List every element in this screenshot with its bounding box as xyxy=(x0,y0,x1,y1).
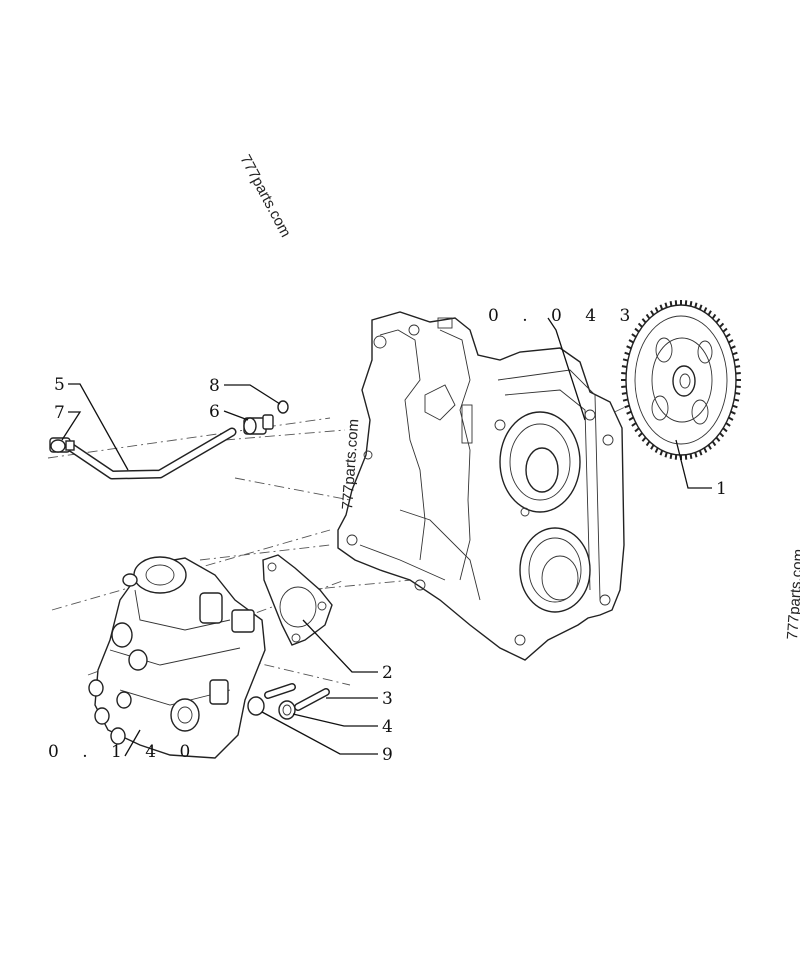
callout-5: 5 xyxy=(54,375,65,395)
callout-labels: 1 2 3 4 5 6 7 8 9 xyxy=(54,375,727,765)
gear-tooth xyxy=(719,432,725,438)
drive-gear xyxy=(621,300,741,460)
sealing-washer xyxy=(277,400,289,414)
gear-tooth xyxy=(621,365,628,368)
gear-tooth xyxy=(669,301,673,307)
callout-1: 1 xyxy=(716,479,727,499)
gear-tooth xyxy=(732,351,738,356)
gear-tooth xyxy=(733,358,740,362)
gear-tooth xyxy=(641,436,647,442)
gear-tooth xyxy=(703,447,708,453)
leader-5 xyxy=(68,383,129,471)
reference-labels: 0 . 0 4 3 0 . 1 4 0 xyxy=(48,306,639,762)
reference-pump: 0 . 1 4 0 xyxy=(48,742,199,762)
gear-tooth xyxy=(707,444,712,450)
leader-lines xyxy=(61,317,712,757)
gear-tooth xyxy=(624,351,630,356)
callout-6: 6 xyxy=(209,402,220,422)
leader-4 xyxy=(292,713,378,727)
gear-tooth xyxy=(626,410,632,415)
gear-tooth xyxy=(621,392,628,395)
gear-tooth xyxy=(734,365,741,368)
banjo-fitting xyxy=(49,437,75,453)
reference-housing: 0 . 0 4 3 xyxy=(488,306,639,326)
gear-tooth xyxy=(664,452,668,458)
gear-tooth xyxy=(698,304,703,310)
gear-tooth xyxy=(659,450,664,456)
fuel-pipe xyxy=(67,427,237,480)
leader-pump-ref xyxy=(124,729,141,757)
gear-tooth xyxy=(711,313,717,320)
callout-7: 7 xyxy=(54,403,65,423)
gear-tooth xyxy=(728,339,734,344)
gear-tooth xyxy=(659,304,664,310)
callout-4: 4 xyxy=(382,717,393,737)
gear-tooth xyxy=(730,345,736,350)
gasket-plate xyxy=(262,554,333,646)
leader-7 xyxy=(61,411,82,441)
gear-tooth xyxy=(711,440,717,447)
leader-8 xyxy=(224,384,281,405)
callout-3: 3 xyxy=(382,689,393,709)
gear-tooth xyxy=(645,440,651,447)
gear-tooth xyxy=(637,432,643,438)
gear-tooth xyxy=(622,398,629,402)
gear-tooth xyxy=(728,416,734,421)
gear-tooth xyxy=(698,450,703,456)
gear-tooth xyxy=(733,398,740,402)
gear-tooth xyxy=(634,427,640,433)
gear-tooth xyxy=(722,427,728,433)
gear-tooth xyxy=(715,318,721,324)
gear-tooth xyxy=(631,333,637,338)
leader-6 xyxy=(223,410,249,421)
gear-tooth xyxy=(650,444,655,450)
watermark-middle: 777parts.com xyxy=(339,418,362,510)
injection-pump xyxy=(88,556,266,759)
gear-tooth xyxy=(722,327,728,333)
gear-tooth xyxy=(624,404,630,409)
gear-tooth xyxy=(626,345,632,350)
gear-tooth xyxy=(654,307,659,313)
gear-tooth xyxy=(634,327,640,333)
gear-tooth xyxy=(628,416,634,421)
leader-9 xyxy=(261,711,378,755)
gear-tooth xyxy=(725,422,731,427)
union-screw xyxy=(243,414,274,435)
gear-tooth xyxy=(703,307,708,313)
gear-housing xyxy=(337,311,625,661)
gear-tooth xyxy=(637,322,643,328)
gear-tooth xyxy=(725,333,731,338)
leader-1 xyxy=(675,439,712,489)
gear-tooth xyxy=(654,447,659,453)
gear-tooth xyxy=(628,339,634,344)
gear-tooth xyxy=(730,410,736,415)
callout-2: 2 xyxy=(382,663,393,683)
gear-tooth xyxy=(645,313,651,320)
watermark-top: 777parts.com xyxy=(236,152,294,240)
gear-tooth xyxy=(650,310,655,316)
nut-and-washer xyxy=(247,696,296,720)
callout-8: 8 xyxy=(209,376,220,396)
callout-9: 9 xyxy=(382,745,393,765)
gear-tooth xyxy=(689,453,693,459)
gear-tooth xyxy=(641,318,647,324)
gear-tooth xyxy=(694,302,698,308)
gear-tooth xyxy=(689,301,693,307)
leader-housing-ref xyxy=(547,317,586,421)
gear-tooth xyxy=(669,453,673,459)
watermark-right: 777parts.com xyxy=(784,548,800,640)
gear-tooth xyxy=(631,422,637,427)
gear-tooth xyxy=(622,358,629,362)
gear-tooth xyxy=(734,392,741,395)
gear-tooth xyxy=(732,404,738,409)
stud-bolts xyxy=(264,683,330,711)
leader-2 xyxy=(302,619,378,673)
gear-tooth xyxy=(719,322,725,328)
gear-tooth xyxy=(664,302,668,308)
gear-tooth xyxy=(707,310,712,316)
gear-tooth xyxy=(694,452,698,458)
gear-tooth xyxy=(715,436,721,442)
